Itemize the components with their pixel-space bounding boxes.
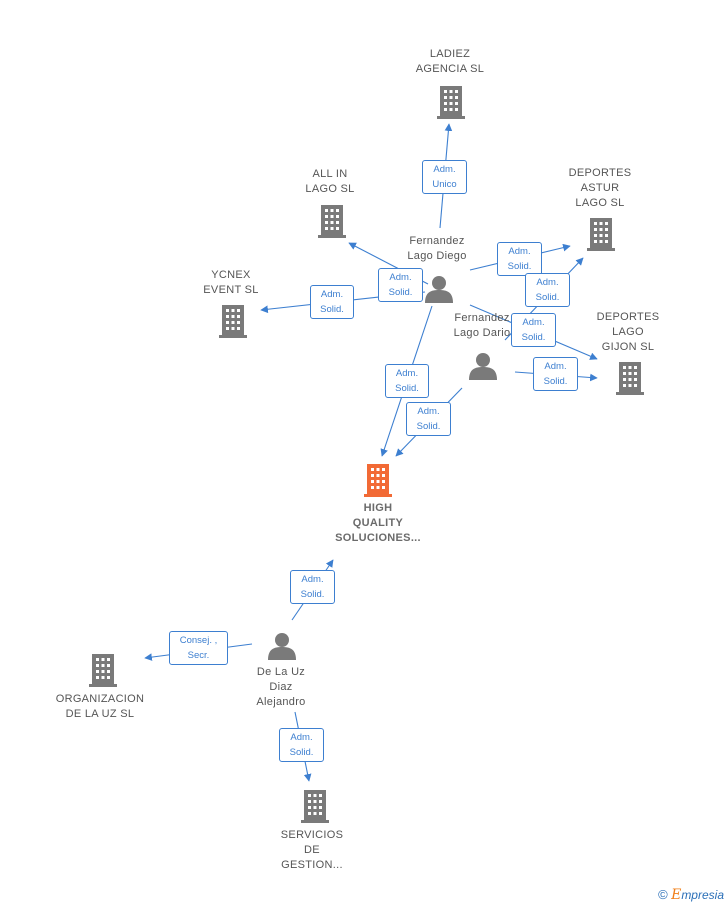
relation-label-highq-dario[interactable]: Adm. Solid. [406, 402, 451, 436]
node-label-organizacion[interactable]: ORGANIZACION DE LA UZ SL [55, 693, 145, 720]
brand-initial: E [671, 887, 682, 903]
fernandez-dario-person-icon[interactable] [469, 353, 497, 380]
brand-name: mpresia [681, 888, 724, 902]
node-label-fernandez-diego[interactable]: Fernandez Lago Diego [407, 235, 467, 262]
relation-label-ladiez[interactable]: Adm. Unico [422, 160, 467, 194]
copyright-symbol: © [658, 887, 668, 902]
relation-label-allin[interactable]: Adm. Solid. [378, 268, 423, 302]
fernandez-diego-person-icon[interactable] [425, 276, 453, 303]
relation-label-gijon-dario[interactable]: Adm. Solid. [533, 357, 578, 391]
relation-label-highq-diego[interactable]: Adm. Solid. [385, 364, 429, 398]
node-label-fernandez-dario[interactable]: Fernandez Lago Dario [453, 312, 511, 339]
relation-label-ycnex[interactable]: Adm. Solid. [310, 285, 354, 319]
node-label-ladiez[interactable]: LADIEZ AGENCIA SL [415, 48, 485, 75]
relation-label-servicios[interactable]: Adm. Solid. [279, 728, 324, 762]
node-label-deportes-gijon[interactable]: DEPORTES LAGO GIJON SL [596, 311, 660, 353]
node-label-high-quality[interactable]: HIGH QUALITY SOLUCIONES... [335, 502, 421, 544]
empresia-logo[interactable]: © Empresia [658, 887, 724, 903]
node-label-delauz[interactable]: De La Uz Diaz Alejandro [256, 666, 306, 708]
deportes-astur-building-icon[interactable] [587, 218, 615, 251]
relation-label-highq-delauz[interactable]: Adm. Solid. [290, 570, 335, 604]
allin-building-icon[interactable] [318, 205, 346, 238]
organizacion-building-icon[interactable] [89, 654, 117, 687]
ycnex-building-icon[interactable] [219, 305, 247, 338]
node-label-allin[interactable]: ALL IN LAGO SL [305, 168, 355, 195]
ladiez-building-icon[interactable] [437, 86, 465, 119]
delauz-person-icon[interactable] [268, 633, 296, 660]
relation-label-astur-diego[interactable]: Adm. Solid. [497, 242, 542, 276]
node-label-deportes-astur[interactable]: DEPORTES ASTUR LAGO SL [568, 167, 632, 209]
relation-label-astur-dario[interactable]: Adm. Solid. [525, 273, 570, 307]
node-label-servicios[interactable]: SERVICIOS DE GESTION... [280, 829, 344, 871]
deportes-gijon-building-icon[interactable] [616, 362, 644, 395]
node-label-ycnex[interactable]: YCNEX EVENT SL [203, 269, 259, 296]
relation-label-organizacion[interactable]: Consej. , Secr. [169, 631, 228, 665]
high-quality-building-icon[interactable] [364, 464, 392, 497]
relation-label-gijon-diego[interactable]: Adm. Solid. [511, 313, 556, 347]
servicios-building-icon[interactable] [301, 790, 329, 823]
